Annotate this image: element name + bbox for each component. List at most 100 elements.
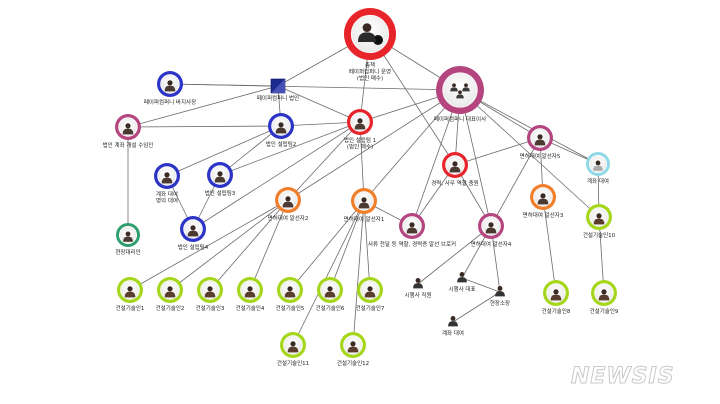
person-body bbox=[214, 176, 226, 183]
person-head bbox=[290, 341, 296, 347]
person-body bbox=[324, 291, 336, 298]
person-head bbox=[247, 286, 253, 292]
node-label: 건설기술인12 bbox=[337, 359, 369, 367]
node-label: 페이퍼컴퍼니 운영 bbox=[349, 68, 391, 76]
node-tech4: 건설기술인4 bbox=[236, 277, 265, 312]
person-body bbox=[287, 346, 299, 353]
node-pc-corp: 페이퍼컴퍼니 법인 bbox=[257, 78, 299, 102]
person-head bbox=[190, 225, 196, 231]
person-head bbox=[452, 161, 458, 167]
person-body bbox=[593, 165, 603, 171]
node-label: 건설기술인4 bbox=[236, 304, 265, 312]
person-head bbox=[167, 80, 173, 86]
edge-corp_team1-lic_broker2 bbox=[287, 121, 361, 201]
node-label: 면허대여 알선자3 bbox=[523, 211, 564, 219]
node-label: 현장대리인 bbox=[115, 248, 140, 256]
person-head bbox=[595, 160, 601, 166]
node-lic-broker1: 면허대여 알선자1 bbox=[344, 188, 385, 223]
node-label: 서류 전달 등 역할, 경력증 알선 브로커 bbox=[368, 240, 456, 248]
person-body bbox=[364, 291, 376, 298]
person-body bbox=[358, 202, 370, 209]
person-body bbox=[282, 201, 294, 208]
person-body bbox=[122, 128, 134, 135]
node-tech6: 건설기술인6 bbox=[316, 277, 345, 312]
node-broker-doc: 서류 전달 등 역할, 경력증 알선 브로커 bbox=[368, 213, 456, 248]
person-head bbox=[357, 118, 363, 124]
node-tech9: 건설기술인9 bbox=[590, 280, 619, 315]
person-head bbox=[217, 171, 223, 177]
node-label: 면허대여 알선자5 bbox=[520, 152, 561, 160]
person-head bbox=[327, 286, 333, 292]
node-label: 법인 계좌 개설 수임인 bbox=[103, 141, 154, 149]
node-label: 페이퍼컴퍼니 바지사장 bbox=[144, 98, 196, 106]
edge-pc_corp-corp_team1 bbox=[277, 85, 361, 123]
node-lic-broker5: 면허대여 알선자5 bbox=[520, 125, 561, 160]
edge-pc_rep-pc_exec bbox=[169, 83, 461, 91]
square-shade bbox=[271, 79, 285, 93]
person-head bbox=[361, 197, 367, 203]
edge-lic_broker1-tech11 bbox=[292, 200, 365, 346]
person-body bbox=[244, 291, 256, 298]
person-head bbox=[125, 231, 131, 237]
edge-corp_team1-lic_broker1 bbox=[359, 121, 365, 202]
person-body bbox=[187, 230, 199, 237]
edge-corp_team2-corp_team3 bbox=[219, 125, 282, 176]
person-body bbox=[354, 123, 366, 130]
person-body bbox=[164, 85, 176, 92]
node-label: 법인 설립팀3 bbox=[205, 189, 236, 197]
node-label: 건설기술인9 bbox=[590, 307, 619, 315]
person-head bbox=[409, 222, 415, 228]
node-label: 면허대여 알선자2 bbox=[268, 214, 309, 222]
person-head bbox=[596, 213, 602, 219]
node-tech3: 건설기술인3 bbox=[196, 277, 225, 312]
person-head bbox=[450, 316, 456, 321]
person-body bbox=[462, 87, 470, 92]
edge-corp_team2-acct_lend bbox=[166, 125, 282, 177]
person-head bbox=[350, 341, 356, 347]
person-body bbox=[485, 227, 497, 234]
person-head bbox=[164, 172, 170, 178]
person-head bbox=[452, 83, 456, 88]
edge-lic_broker1-tech12 bbox=[352, 200, 365, 346]
person-body bbox=[275, 127, 287, 134]
node-label: 계좌 대여 bbox=[442, 329, 464, 337]
person-body bbox=[164, 291, 176, 298]
node-sub-rep: 시행사 대표 bbox=[448, 272, 476, 293]
person-body bbox=[413, 283, 423, 289]
person-head bbox=[278, 122, 284, 128]
person-head bbox=[537, 134, 543, 140]
node-face bbox=[442, 72, 478, 108]
person-body bbox=[457, 277, 467, 283]
edge-pc_rep-lic_broker1 bbox=[363, 89, 461, 202]
node-label: 면허대여 알선자1 bbox=[344, 215, 385, 223]
node-field-agent: 현장대리인 bbox=[115, 223, 141, 256]
person-head bbox=[540, 193, 546, 199]
person-body bbox=[347, 346, 359, 353]
node-tech10: 건설기술인10 bbox=[583, 204, 616, 239]
edge-pc_rep-tech10 bbox=[459, 89, 600, 218]
node-tech5: 건설기술인5 bbox=[276, 277, 305, 312]
node-tech7: 건설기술인7 bbox=[356, 277, 385, 312]
edge-lic_broker1-tech5 bbox=[289, 200, 365, 291]
node-label: 건설기술인2 bbox=[156, 304, 185, 312]
node-acct-lend3: 계좌 대여 bbox=[442, 316, 464, 337]
node-tech11: 건설기술인11 bbox=[277, 332, 309, 367]
edge-corp_team1-corp_team3 bbox=[219, 121, 361, 176]
edge-lic_broker2-tech3 bbox=[209, 199, 289, 291]
node-label: 건설기술인6 bbox=[316, 304, 345, 312]
node-label: 건설기술인8 bbox=[542, 307, 571, 315]
edge-lic_broker2-tech4 bbox=[249, 199, 289, 291]
person-body bbox=[456, 94, 464, 99]
person-head bbox=[287, 286, 293, 292]
node-label: 총책 bbox=[365, 61, 375, 69]
person-body bbox=[358, 32, 376, 42]
node-label: 법인 설립팀2 bbox=[266, 140, 297, 148]
person-head bbox=[207, 286, 213, 292]
node-site-mgr: 현장소장 bbox=[490, 286, 510, 307]
node-sub-staff: 시행사 직원 bbox=[404, 278, 432, 299]
person-head bbox=[553, 289, 559, 295]
node-label: 법인 설립팀4 bbox=[178, 243, 209, 251]
person-head bbox=[125, 123, 131, 129]
node-corp-team1: 법인 설립팀 1(법인 매수) bbox=[344, 109, 376, 151]
